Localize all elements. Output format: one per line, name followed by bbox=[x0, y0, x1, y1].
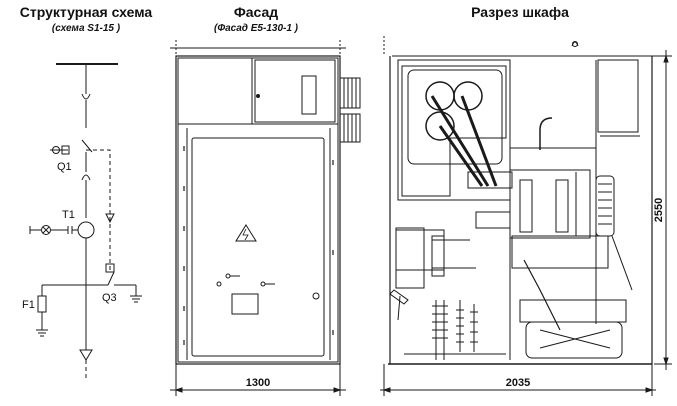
relay-door bbox=[254, 59, 336, 123]
current-transformer-t1 bbox=[67, 221, 95, 239]
mechanical-link bbox=[86, 149, 111, 270]
schema-subtitle: (схема S1-15 ) bbox=[51, 23, 121, 34]
relay-compartment-section bbox=[597, 59, 639, 133]
schema-title: Структурная схема bbox=[19, 4, 153, 20]
single-line-diagram bbox=[29, 63, 142, 380]
disconnect-contact-top bbox=[81, 93, 91, 100]
label-q3: Q3 bbox=[102, 292, 117, 304]
section-view bbox=[380, 36, 672, 396]
cable-output-arrow bbox=[79, 349, 93, 361]
section-title: Разрез шкафа bbox=[471, 4, 569, 20]
section-height-dimension: 2550 bbox=[653, 198, 665, 222]
warning-sign-icon bbox=[235, 224, 257, 242]
busbar-phase-c bbox=[425, 111, 455, 141]
facade-title: Фасад bbox=[233, 4, 279, 20]
label-q1: Q1 bbox=[57, 161, 72, 173]
facade-subtitle: (Фасад E5-130-1 ) bbox=[213, 23, 299, 34]
breaker-q1-blade bbox=[81, 139, 93, 153]
door-handles bbox=[216, 273, 275, 287]
busbar-phase-b bbox=[453, 81, 483, 111]
relay-window bbox=[301, 75, 317, 115]
circuit-breaker-section bbox=[509, 169, 633, 359]
facade-cabinet-outline bbox=[175, 55, 341, 365]
label-f1: F1 bbox=[22, 299, 35, 311]
earthing-switch-q3 bbox=[86, 263, 142, 303]
q1-drive-icon bbox=[50, 145, 70, 155]
cable-compartment bbox=[389, 227, 506, 360]
label-t1: T1 bbox=[62, 209, 75, 221]
disconnect-contact-bottom bbox=[81, 174, 91, 181]
interlock-arrow bbox=[105, 213, 115, 224]
lower-contact bbox=[475, 211, 511, 229]
facade-view bbox=[170, 40, 361, 396]
facade-width-dimension: 1300 bbox=[246, 377, 270, 389]
section-width-dimension: 2035 bbox=[506, 377, 530, 389]
busbar-phase-a bbox=[425, 81, 455, 111]
hinges bbox=[183, 146, 334, 345]
cable-bushings bbox=[339, 77, 361, 143]
inspection-window bbox=[231, 293, 259, 315]
fuse-f1 bbox=[36, 284, 86, 337]
breaker-door bbox=[191, 137, 325, 357]
indicator-lamp-icon bbox=[29, 225, 68, 235]
busbar-duct bbox=[407, 69, 503, 165]
upper-contact bbox=[467, 171, 513, 189]
